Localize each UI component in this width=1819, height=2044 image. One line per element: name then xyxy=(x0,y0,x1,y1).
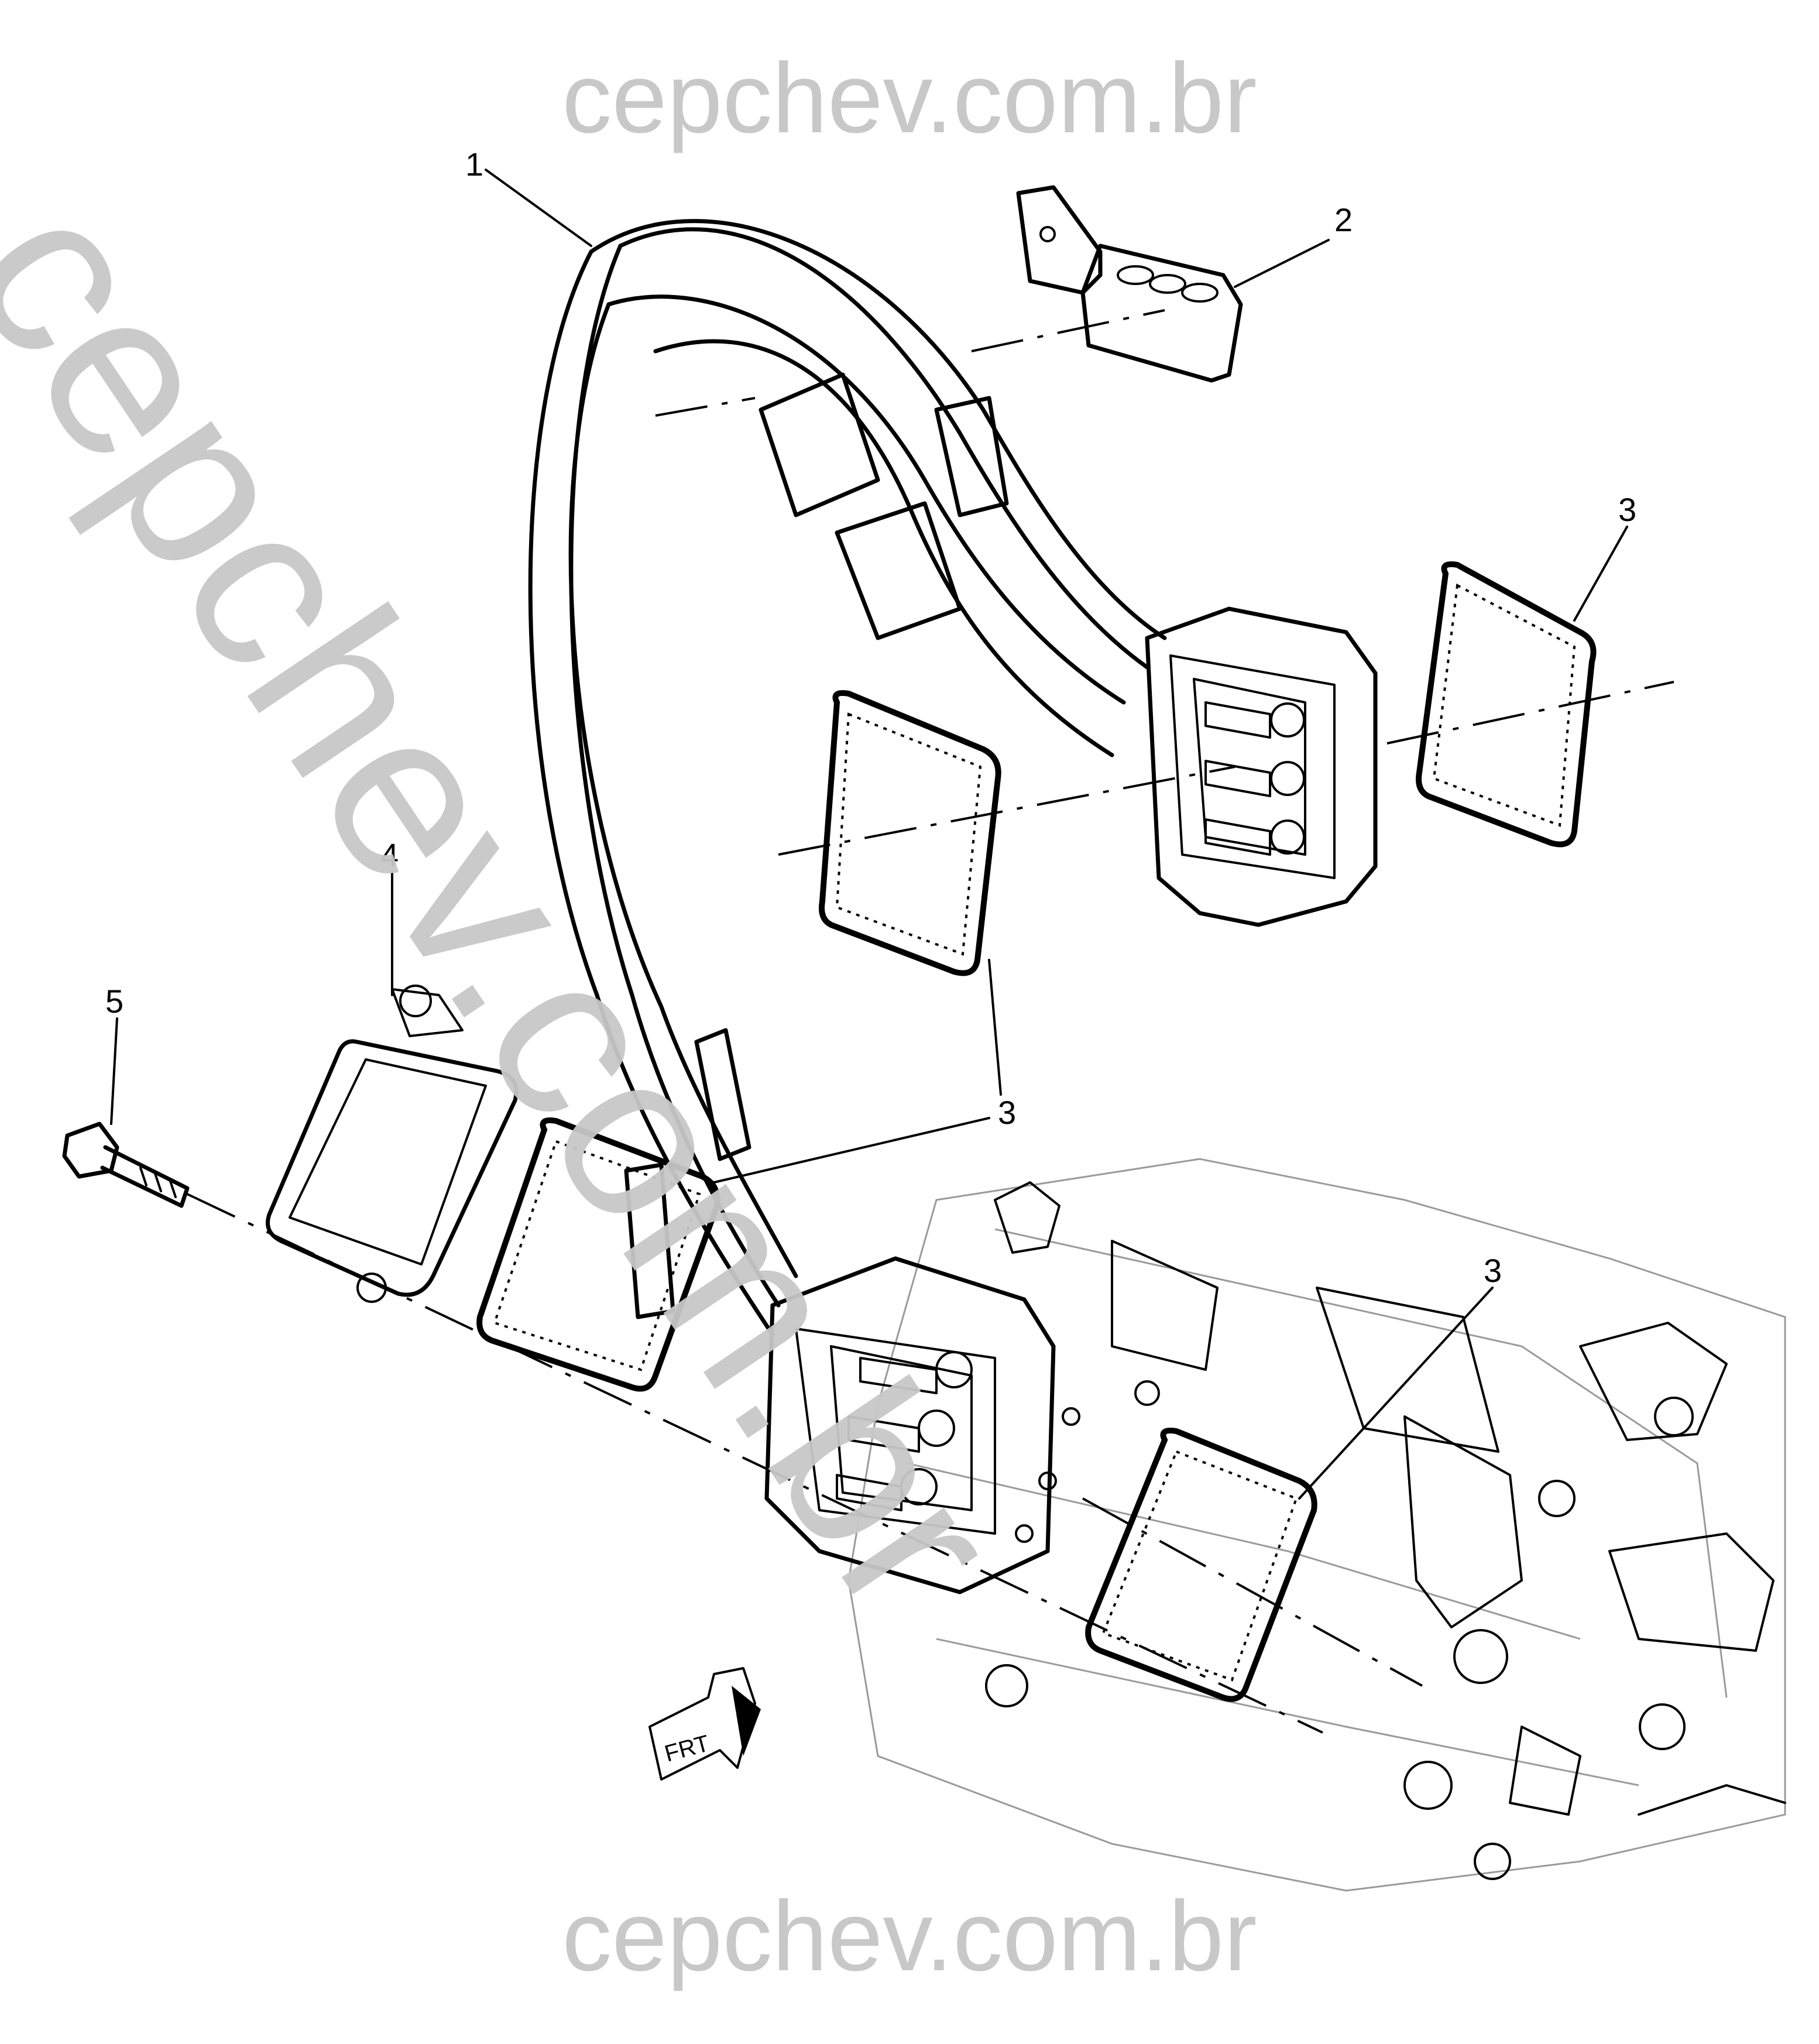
gasket-upper-right xyxy=(1416,561,1597,848)
gasket-lower-right xyxy=(1085,1428,1317,1702)
gasket-lower-left xyxy=(476,1117,720,1392)
callout-numbers: 1 2 3 3 3 4 5 xyxy=(105,146,1636,1289)
callout-3-upper-right: 3 xyxy=(1618,491,1636,528)
watermark-bottom: cepchev.com.br xyxy=(562,1881,1257,1992)
callout-leaders xyxy=(110,169,1628,1500)
gasket-upper-center xyxy=(819,690,1001,976)
callout-4: 4 xyxy=(380,836,399,873)
front-direction-arrow: FRT xyxy=(648,1667,761,1781)
bolt xyxy=(62,1122,190,1208)
callout-5: 5 xyxy=(105,983,123,1020)
upper-junction-block xyxy=(1145,606,1378,927)
cable-bracket-clip xyxy=(1016,185,1243,383)
frt-label: FRT xyxy=(662,1730,712,1767)
assembly-centerlines xyxy=(187,309,1674,1734)
callout-1: 1 xyxy=(465,146,483,183)
callout-2: 2 xyxy=(1334,201,1353,238)
terminal-cover xyxy=(266,985,519,1303)
callout-3-lower-right: 3 xyxy=(1484,1252,1502,1289)
lower-junction-block xyxy=(764,1256,1080,1594)
engine-block-background xyxy=(847,1158,1786,1892)
watermark-top: cepchev.com.br xyxy=(562,43,1257,154)
callout-3-center: 3 xyxy=(998,1094,1016,1131)
